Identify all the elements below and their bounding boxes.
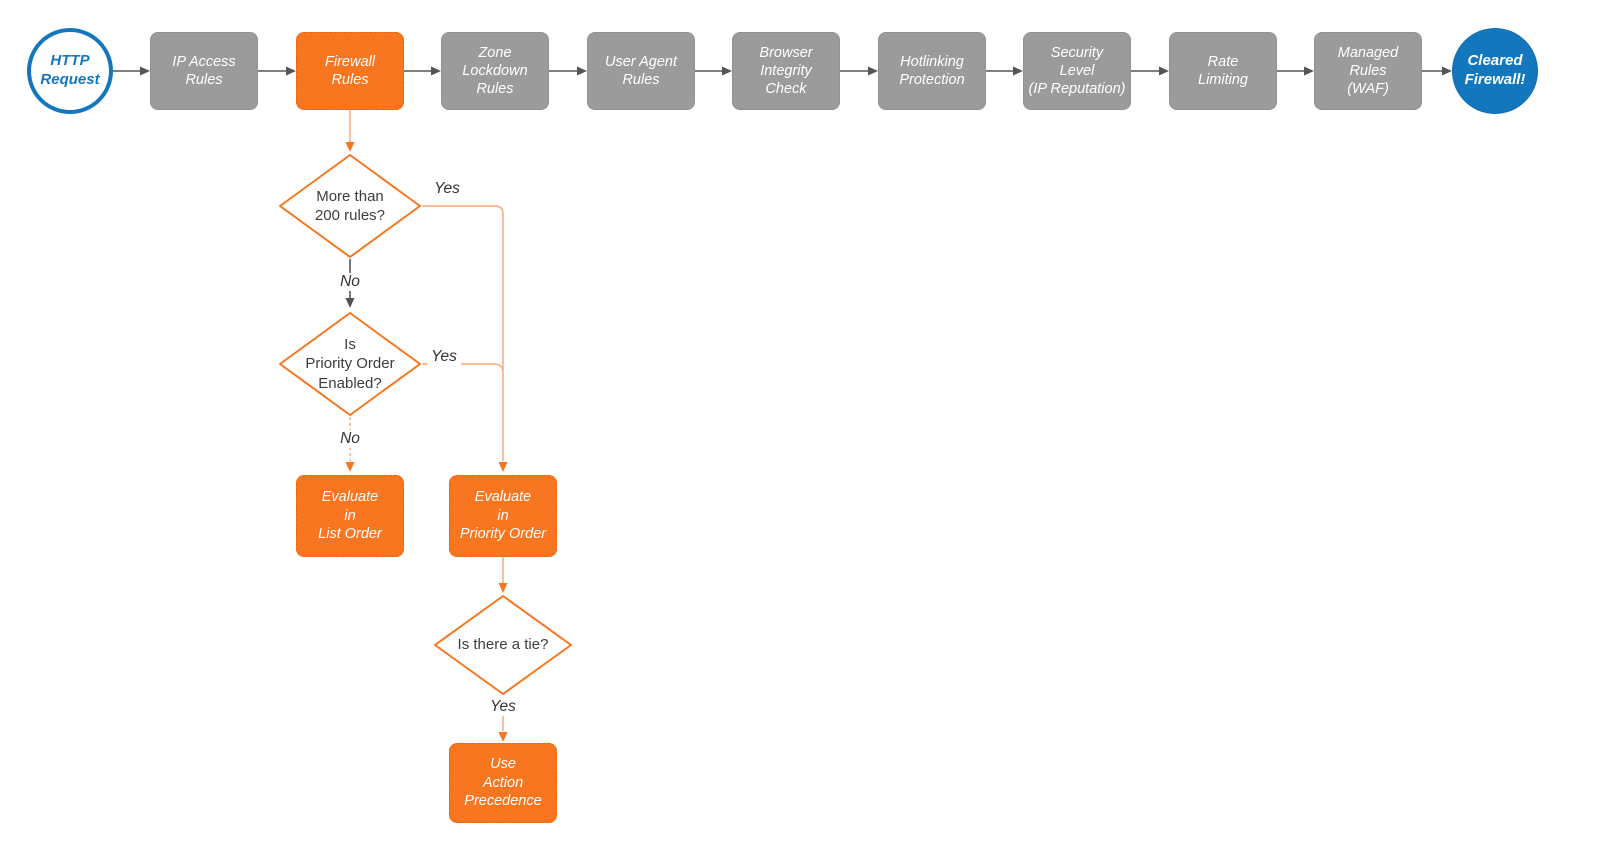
stage-rate-limiting[interactable]: Rate Limiting: [1169, 32, 1277, 110]
diamond-shape: [279, 154, 421, 258]
decision-priority-order-enabled[interactable]: Is Priority Order Enabled?: [278, 311, 422, 417]
stage-label: Firewall Rules: [325, 53, 375, 88]
decision-label: Is Priority Order Enabled?: [305, 335, 395, 392]
end-node-label: Cleared Firewall!: [1464, 52, 1526, 88]
stage-ip-access-rules[interactable]: IP Access Rules: [150, 32, 258, 110]
stage-user-agent-rules[interactable]: User Agent Rules: [587, 32, 695, 110]
stage-managed-rules-waf[interactable]: Managed Rules (WAF): [1314, 32, 1422, 110]
edge-firewall-to-rules-decision: [345, 110, 355, 152]
stage-label: IP Access Rules: [172, 53, 236, 88]
action-label: Evaluate in List Order: [318, 488, 382, 543]
edge-rate-limiting-to-managed-rules: [1277, 66, 1314, 76]
decision-label: Is there a tie?: [457, 636, 549, 654]
edge-browser-integrity-to-hotlinking: [840, 66, 878, 76]
stage-label: Rate Limiting: [1198, 53, 1248, 88]
stage-label: Browser Integrity Check: [759, 44, 813, 98]
stage-label: User Agent Rules: [605, 53, 677, 88]
action-evaluate-in-priority-order[interactable]: Evaluate in Priority Order: [449, 475, 557, 557]
edge-ip-access-to-firewall: [258, 66, 296, 76]
end-node-cleared-firewall[interactable]: Cleared Firewall!: [1452, 28, 1538, 114]
decision-more-than-200-rules[interactable]: More than 200 rules?: [278, 153, 422, 259]
action-evaluate-in-list-order[interactable]: Evaluate in List Order: [296, 475, 404, 557]
edge-managed-rules-to-cleared: [1422, 66, 1452, 76]
edge-hotlinking-to-security-level: [986, 66, 1023, 76]
edge-security-level-to-rate-limiting: [1131, 66, 1169, 76]
start-node-http-request[interactable]: HTTP Request: [27, 28, 113, 114]
start-node-label: HTTP Request: [40, 52, 100, 88]
edge-zone-lockdown-to-user-agent: [549, 66, 587, 76]
diamond-shape: [434, 595, 572, 695]
action-label: Use Action Precedence: [464, 755, 542, 810]
decision-is-there-a-tie[interactable]: Is there a tie?: [433, 594, 573, 696]
stage-hotlinking-protection[interactable]: Hotlinking Protection: [878, 32, 986, 110]
edge-user-agent-to-browser-integrity: [695, 66, 732, 76]
stage-security-level[interactable]: Security Level (IP Reputation): [1023, 32, 1131, 110]
edge-priority-decision-no: [345, 417, 355, 472]
edge-priority-decision-yes: [422, 363, 504, 372]
decision-label: More than 200 rules?: [314, 187, 386, 225]
diamond-shape: [279, 312, 421, 416]
stage-label: Zone Lockdown Rules: [462, 44, 528, 98]
stage-label: Hotlinking Protection: [899, 53, 965, 88]
stage-label: Managed Rules (WAF): [1337, 44, 1399, 98]
edge-label-yes-tie-decision: Yes: [486, 698, 520, 716]
edge-label-yes-rules-decision: Yes: [430, 180, 464, 198]
stage-browser-integrity-check[interactable]: Browser Integrity Check: [732, 32, 840, 110]
action-use-action-precedence[interactable]: Use Action Precedence: [449, 743, 557, 823]
action-label: Evaluate in Priority Order: [459, 488, 547, 543]
edge-label-no-rules-decision: No: [336, 273, 364, 291]
edge-start-to-ip-access: [113, 66, 150, 76]
stage-zone-lockdown-rules[interactable]: Zone Lockdown Rules: [441, 32, 549, 110]
stage-firewall-rules[interactable]: Firewall Rules: [296, 32, 404, 110]
stage-label: Security Level (IP Reputation): [1028, 44, 1126, 98]
edge-firewall-to-zone-lockdown: [404, 66, 441, 76]
edge-label-no-priority-decision: No: [336, 430, 364, 448]
edge-rules-decision-yes: [422, 205, 508, 472]
edge-priority-order-to-tie-decision: [498, 557, 508, 593]
edge-label-yes-priority-decision: Yes: [427, 348, 461, 366]
